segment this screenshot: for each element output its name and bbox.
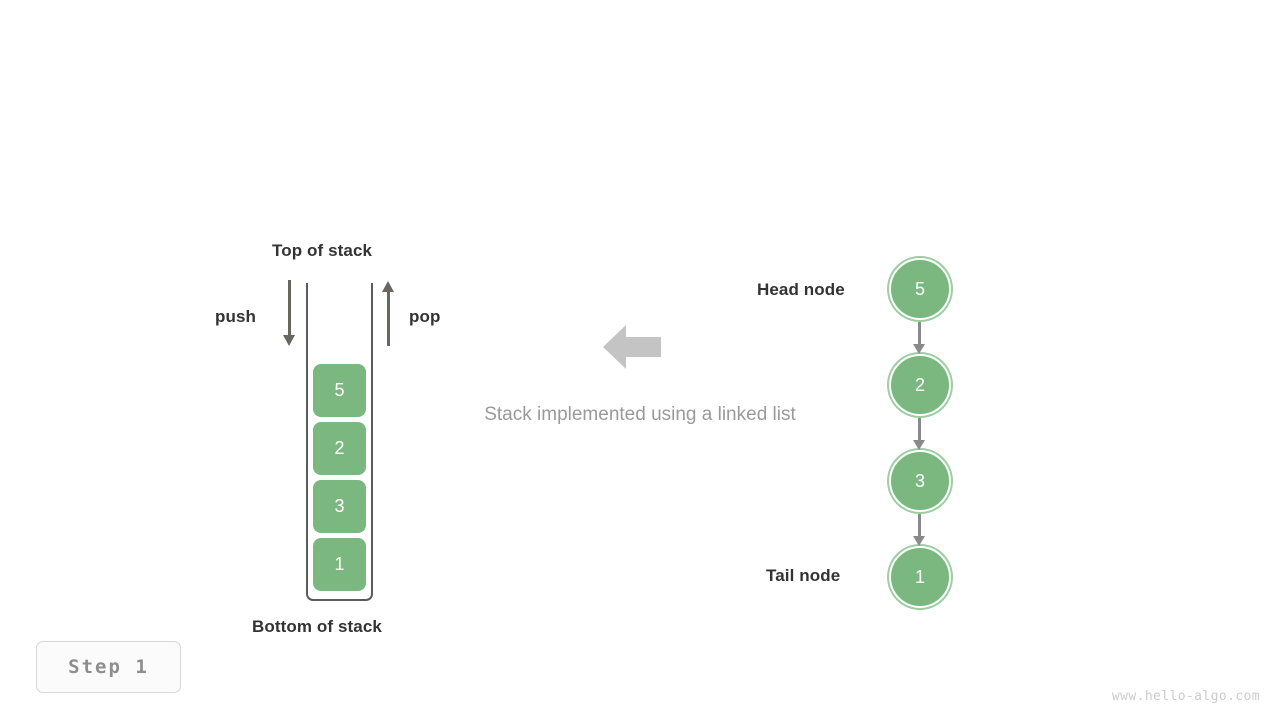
linked-list-node: 3: [889, 450, 951, 512]
top-of-stack-label: Top of stack: [272, 241, 373, 260]
push-arrow-shaft: [288, 280, 291, 337]
push-label: push: [215, 307, 257, 326]
tail-node-label: Tail node: [766, 566, 841, 585]
linked-list-node: 1: [889, 546, 951, 608]
linked-list-connector: [918, 514, 921, 537]
linked-list-node: 5: [889, 258, 951, 320]
stack-container: [306, 283, 373, 601]
stack-cell: 5: [313, 364, 366, 417]
stack-cell: 1: [313, 538, 366, 591]
linked-list-arrow-head-icon: [913, 536, 925, 546]
step-badge: Step 1: [36, 641, 181, 693]
linked-list-connector: [918, 418, 921, 441]
watermark: www.hello-algo.com: [1111, 689, 1260, 704]
push-arrow-head-icon: [283, 335, 295, 346]
pop-arrow-head-icon: [382, 281, 394, 292]
left-arrow-icon: [603, 325, 661, 369]
caption-text: Stack implemented using a linked list: [484, 404, 796, 425]
bottom-of-stack-label: Bottom of stack: [252, 617, 382, 636]
pop-arrow-shaft: [387, 291, 390, 346]
linked-list-connector: [918, 322, 921, 345]
linked-list-node: 2: [889, 354, 951, 416]
stack-cell: 2: [313, 422, 366, 475]
head-node-label: Head node: [757, 280, 845, 299]
linked-list-arrow-head-icon: [913, 344, 925, 354]
pop-label: pop: [409, 307, 441, 326]
linked-list-arrow-head-icon: [913, 440, 925, 450]
stack-cell: 3: [313, 480, 366, 533]
